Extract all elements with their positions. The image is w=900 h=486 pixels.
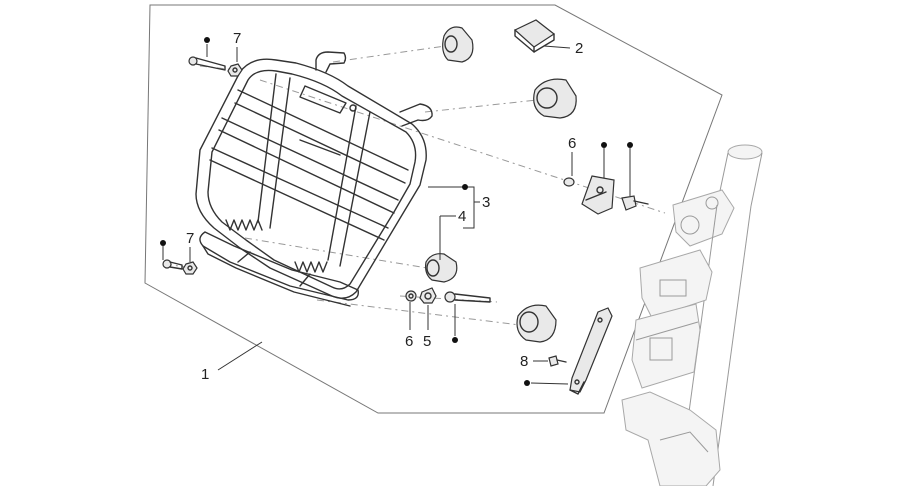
- pad-part-2: [513, 19, 556, 53]
- washer-part-6-top: [563, 177, 575, 187]
- bracket-plate: [581, 175, 615, 215]
- long-bolt: [444, 291, 491, 303]
- nut-part-5: [419, 287, 437, 304]
- leader-lines: [162, 44, 631, 385]
- callout-7-lower: 7: [186, 230, 194, 247]
- callout-3: 3: [482, 194, 490, 211]
- reference-dots: [160, 37, 633, 386]
- bolt-upper-left: [188, 56, 226, 71]
- callout-4: 4: [458, 208, 466, 225]
- callout-6-top: 6: [568, 135, 576, 152]
- callout-labels: 1 2 3 4 5 6 6 7 7 8: [186, 30, 583, 383]
- steering-column-ghost: [621, 144, 763, 486]
- rubber-buffer-bottom: [516, 304, 557, 343]
- callout-2: 2: [575, 40, 583, 57]
- luggage-rack: [195, 51, 433, 299]
- callout-7-upper: 7: [233, 30, 241, 47]
- rack-spring: [225, 219, 328, 273]
- washer-part-6-bottom: [405, 290, 417, 302]
- callout-8: 8: [520, 353, 528, 370]
- kit-boundary: [144, 4, 723, 414]
- callout-6-bottom: 6: [405, 333, 413, 350]
- nut-part-7-upper: [227, 63, 243, 77]
- callout-5: 5: [423, 333, 431, 350]
- rubber-buffer-lower: [425, 253, 458, 283]
- rubber-buffer-top: [442, 26, 474, 63]
- support-bracket: [569, 307, 613, 395]
- screw-bracket: [621, 195, 649, 211]
- bolt-lower-left: [162, 259, 183, 270]
- screw-part-8: [548, 355, 567, 367]
- callout-1: 1: [201, 366, 209, 383]
- folding-front-bar: [199, 219, 359, 307]
- rubber-buffer-middle: [533, 78, 577, 119]
- nut-part-7-lower: [182, 261, 198, 275]
